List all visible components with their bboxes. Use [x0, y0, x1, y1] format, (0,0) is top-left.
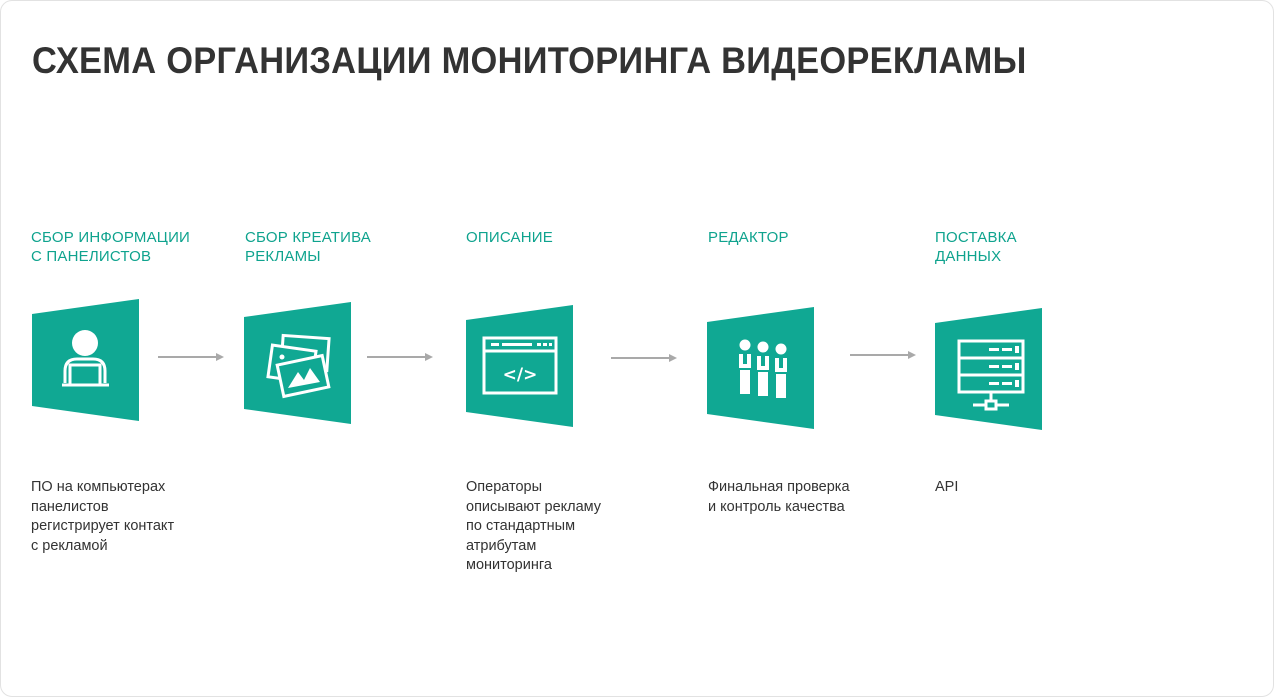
- step-4-description: Финальная проверка и контроль качества: [708, 479, 850, 515]
- step-2-panel: [244, 302, 352, 424]
- arrow-right-icon: [850, 347, 916, 359]
- arrow-right-icon: [158, 349, 224, 361]
- svg-text:</>: </>: [503, 365, 538, 385]
- step-3-description: Операторы описывают рекламу по стандартн…: [466, 479, 602, 573]
- step-4-title: РЕДАКТОР: [708, 229, 789, 246]
- step-5-description: API: [935, 479, 959, 495]
- page-title: СХЕМА ОРГАНИЗАЦИИ МОНИТОРИНГА ВИДЕОРЕКЛА…: [32, 40, 1027, 81]
- arrow-right-icon: [611, 350, 677, 362]
- arrow-right-icon: [367, 349, 433, 361]
- step-1-panel: [32, 299, 140, 421]
- step-5-title: ПОСТАВКА ДАННЫХ: [935, 229, 1017, 265]
- step-1-description: ПО на компьютерах панелистов регистрируе…: [31, 479, 175, 554]
- step-2-title: СБОР КРЕАТИВА РЕКЛАМЫ: [245, 229, 371, 265]
- step-3-panel: </>: [466, 305, 574, 427]
- step-3-title: ОПИСАНИЕ: [466, 229, 553, 246]
- team-icon: [739, 339, 787, 398]
- user-laptop-icon: [62, 330, 109, 387]
- server-network-icon: [957, 339, 1025, 411]
- step-1-title: СБОР ИНФОРМАЦИИ С ПАНЕЛИСТОВ: [31, 229, 191, 265]
- step-4-panel: [707, 307, 815, 429]
- images-stack-icon: [266, 333, 331, 399]
- step-5-panel: [935, 308, 1043, 430]
- code-window-icon: </>: [482, 336, 558, 395]
